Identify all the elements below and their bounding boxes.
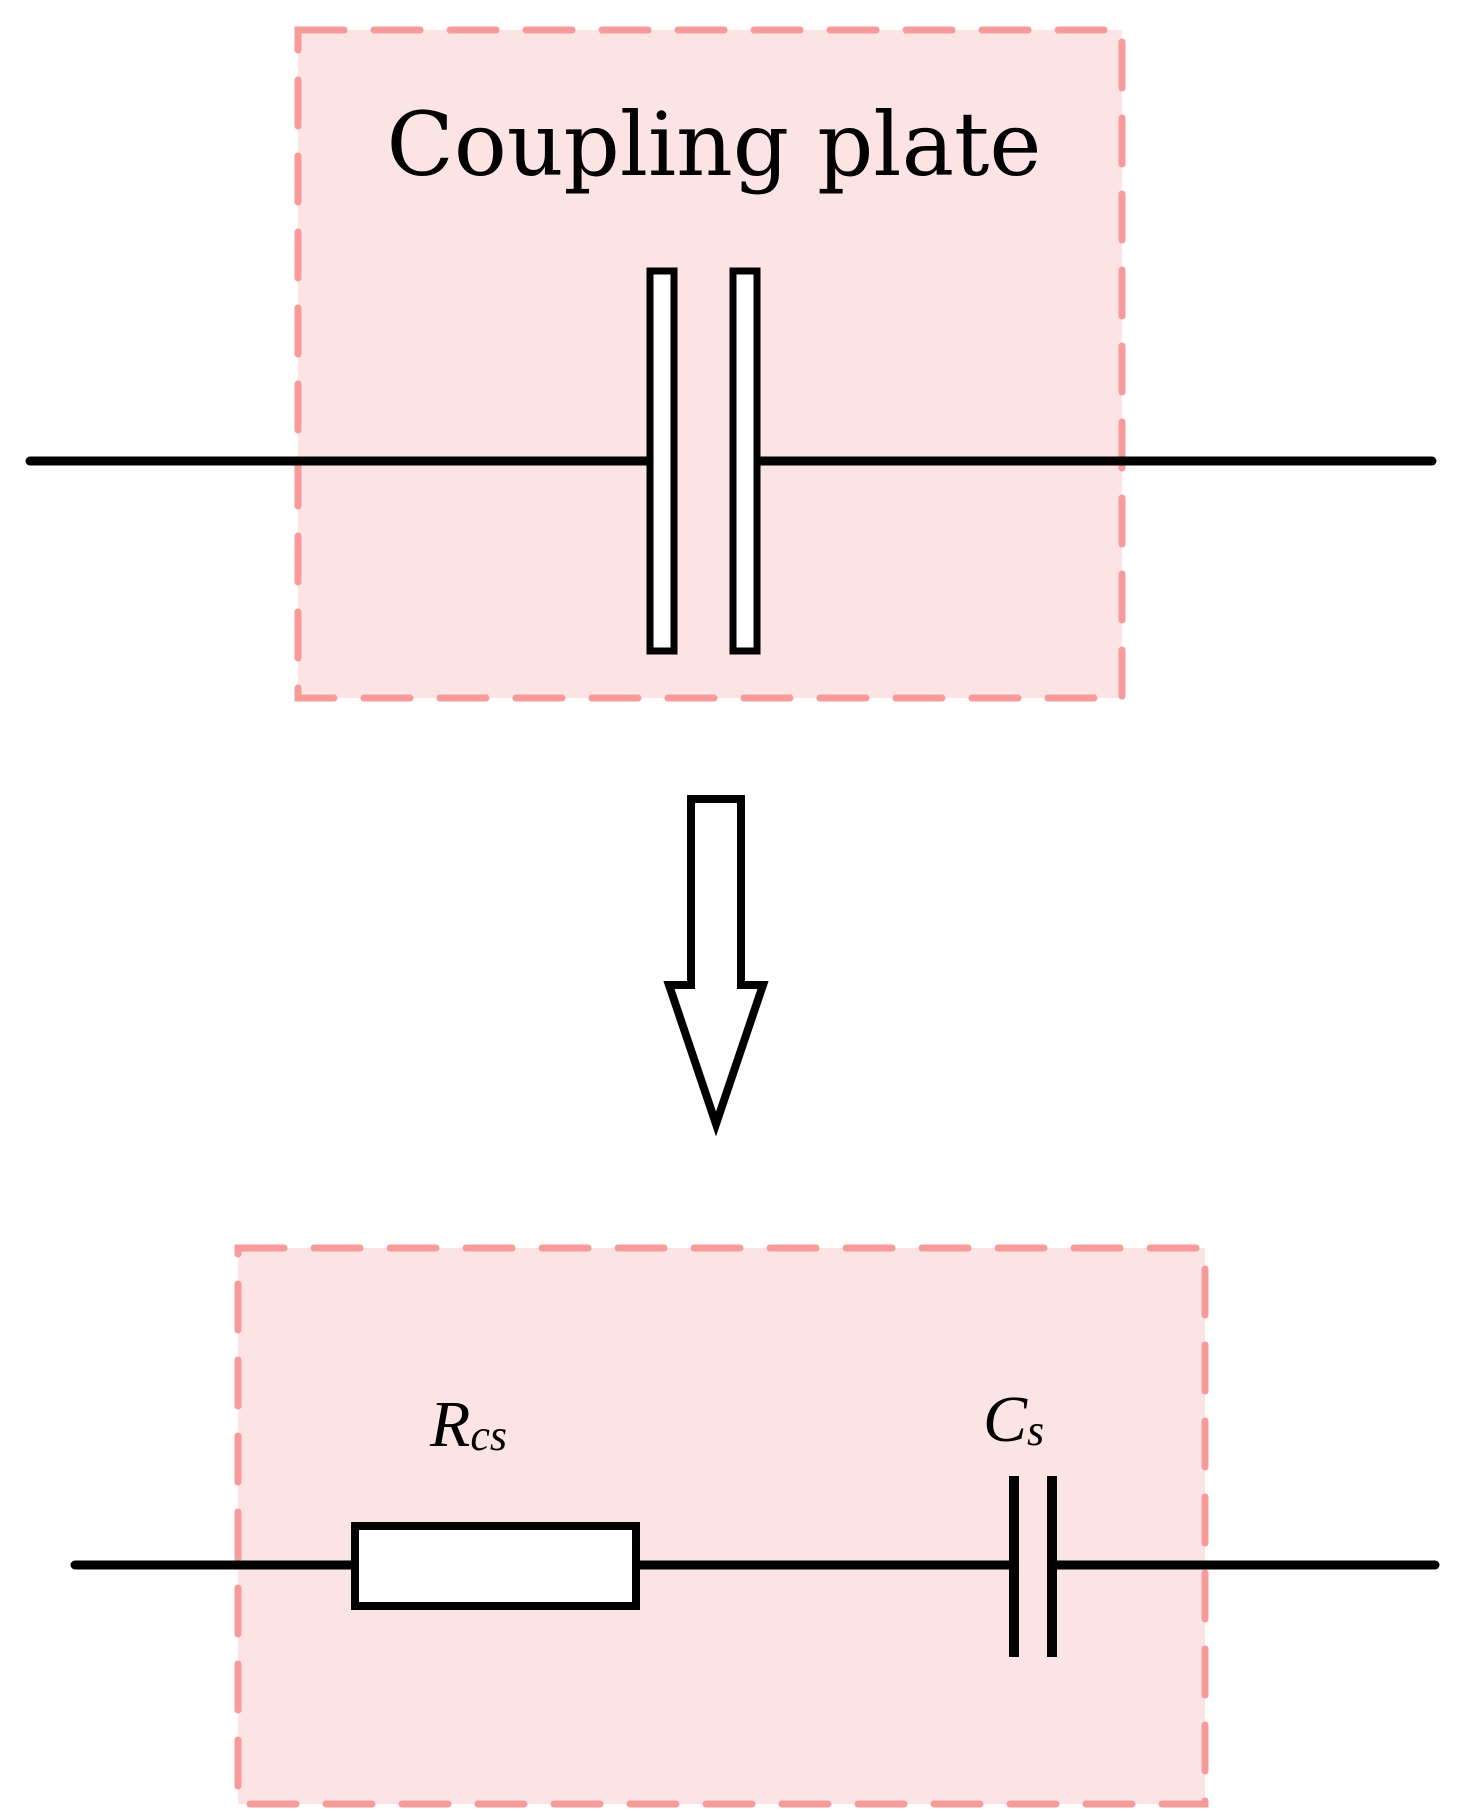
equivalent-circuit-block: Rcs Cs: [70, 1244, 1440, 1808]
coupling-plate-left: [646, 267, 678, 655]
resistor-subscript: cs: [470, 1411, 507, 1460]
coupling-plate-right: [729, 267, 761, 655]
capacitor-symbol: C: [983, 1383, 1028, 1456]
coupling-plate-box: [294, 26, 1126, 702]
resistor-label: Rcs: [429, 1388, 507, 1461]
resistor-rcs: [351, 1522, 640, 1610]
capacitor-label: Cs: [983, 1383, 1044, 1456]
down-arrow-icon: [663, 795, 769, 1137]
coupling-plate-title: Coupling plate: [387, 93, 1042, 196]
capacitor-subscript: s: [1027, 1406, 1044, 1455]
coupling-plate-block: Coupling plate: [25, 26, 1437, 702]
resistor-symbol: R: [429, 1388, 470, 1461]
